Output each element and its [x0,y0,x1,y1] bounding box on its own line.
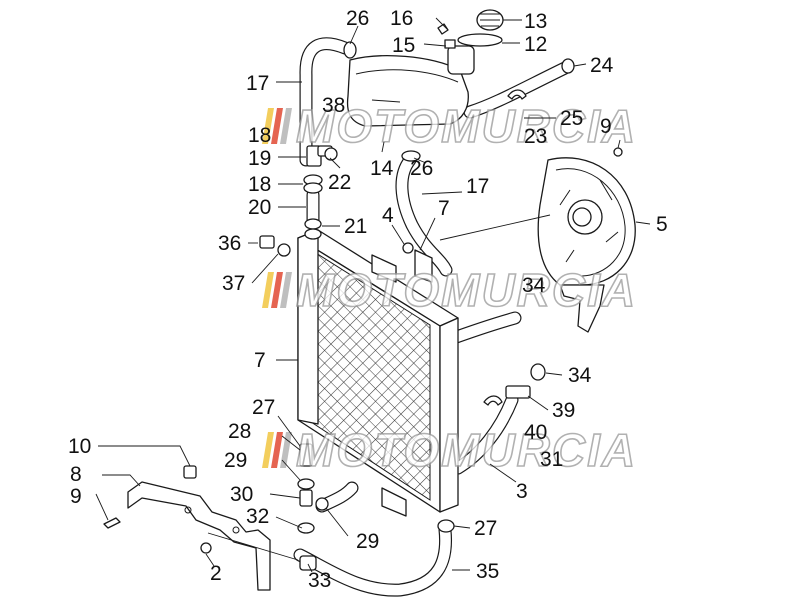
watermark-text: MOTOMURCIA [296,264,637,316]
watermark-stripe [280,108,292,144]
hose-35-lower [293,523,453,597]
label-12: 12 [524,33,547,56]
label-38: 38 [322,94,345,117]
connector-21 [304,218,322,240]
watermark-band: MOTOMURCIA [262,99,637,153]
radiator-core [297,229,459,517]
label-34b: 34 [568,364,592,387]
label-18a: 18 [248,124,271,147]
mounting-bracket-8 [103,465,271,591]
watermark-text: MOTOMURCIA [296,424,637,476]
leader-lines [95,17,651,573]
label-16: 16 [390,7,413,30]
label-26a: 26 [346,7,369,30]
clamp-40 [483,395,503,406]
label-15: 15 [392,34,415,57]
label-27a: 27 [252,396,275,419]
label-4: 4 [382,204,394,227]
label-32: 32 [246,505,269,528]
watermark-stripe [262,272,274,308]
screw-4 [402,242,414,254]
drain-fitting-28-29-30 [297,443,329,534]
clamp-34 [530,363,546,381]
clamp-26-upper [343,41,357,59]
label-33: 33 [308,569,331,592]
watermark-stripe [262,108,274,144]
label-31: 31 [540,448,563,471]
label-17b: 17 [466,175,489,198]
clamp-27-lower [437,519,455,533]
label-21: 21 [344,215,367,238]
fitting-19-22 [306,145,338,167]
watermark-stripe [262,432,274,468]
clamp-24 [561,58,575,74]
label-26b: 26 [410,157,433,180]
label-30: 30 [230,483,253,506]
expansion-tank [346,9,504,127]
hose-3-outlet [451,393,519,475]
label-34a: 34 [522,274,546,297]
label-3: 3 [516,480,528,503]
plug-36 [259,235,275,249]
label-13: 13 [524,10,547,33]
clamp-18-lower [303,174,323,194]
label-5: 5 [656,213,668,236]
label-14: 14 [370,157,394,180]
watermark-stripe [271,108,283,144]
label-25: 25 [560,107,583,130]
watermark-text: MOTOMURCIA [296,100,637,152]
label-9b: 9 [70,485,82,508]
label-22: 22 [328,171,351,194]
callout-labels: 26 16 13 15 12 24 17 38 25 18 23 9 19 22… [68,7,668,592]
watermark-band: MOTOMURCIA [262,263,637,317]
cooling-fan-assembly [537,147,636,333]
label-20: 20 [248,196,271,219]
watermark-band: MOTOMURCIA [262,423,637,477]
label-28: 28 [228,420,251,443]
label-37: 37 [222,272,245,295]
label-2: 2 [210,562,222,585]
label-35: 35 [476,560,499,583]
watermark-stripe [271,272,283,308]
label-24: 24 [590,54,614,77]
sensor-39 [505,385,531,399]
label-27b: 27 [474,517,497,540]
label-8: 8 [70,463,82,486]
label-17a: 17 [246,72,269,95]
label-10: 10 [68,435,91,458]
label-29a: 29 [224,449,247,472]
watermark: MOTOMURCIA MOTOMURCIA MOTOMURCIA [262,99,637,477]
label-7a: 7 [438,197,450,220]
label-36: 36 [218,232,241,255]
watermark-stripe [271,432,283,468]
hose-17-center [395,153,453,277]
washer-37 [277,243,291,257]
label-19: 19 [248,147,271,170]
label-18b: 18 [248,173,271,196]
label-23: 23 [524,125,547,148]
watermark-stripe [280,272,292,308]
label-29b: 29 [356,530,379,553]
label-7b: 7 [254,349,266,372]
label-9a: 9 [600,115,612,138]
hose-17-upper [299,37,352,167]
sensor-33 [299,555,317,571]
label-39: 39 [552,399,575,422]
label-40: 40 [524,421,547,444]
clamp-25 [507,89,527,100]
